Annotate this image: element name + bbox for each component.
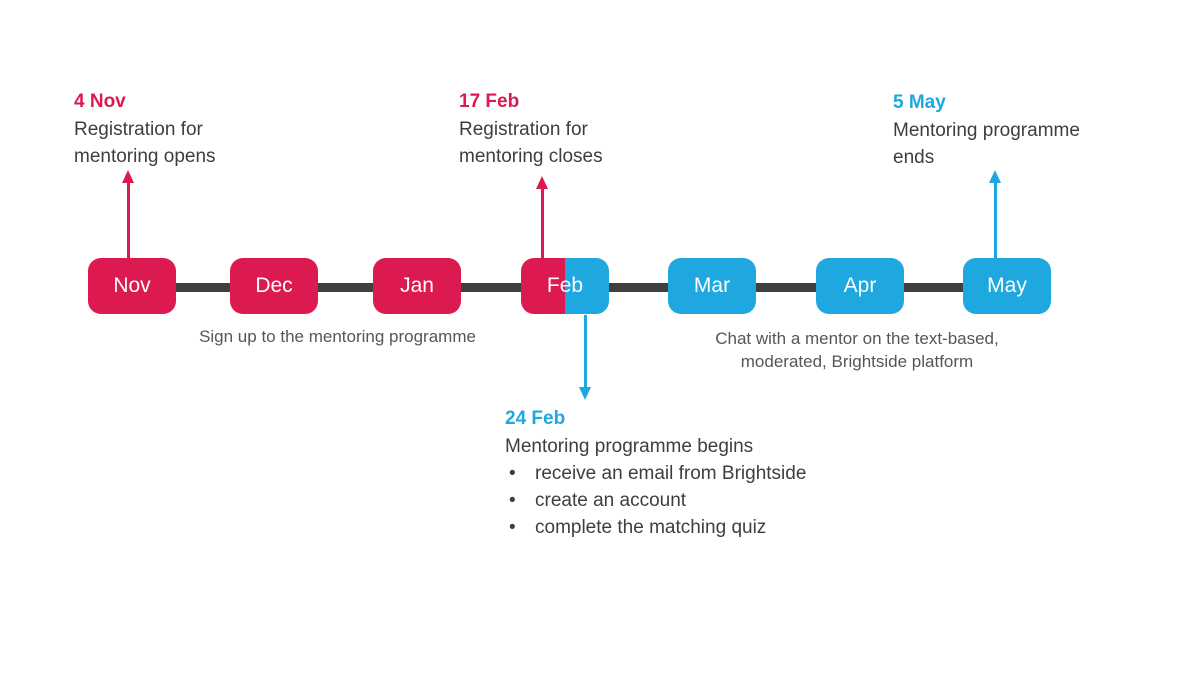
bullet-icon: • <box>509 517 516 538</box>
caption-chat: Chat with a mentor on the text-based, mo… <box>657 327 1057 373</box>
month-label: Mar <box>693 274 731 297</box>
annotation-text-line: mentoring opens <box>74 146 216 167</box>
arrow-shaft <box>126 183 130 259</box>
month-box-dec: Dec <box>230 258 318 314</box>
annotation-date: 17 Feb <box>459 91 520 112</box>
arrowhead-up-icon <box>122 170 134 183</box>
caption-chat-line2: moderated, Brightside platform <box>740 352 974 371</box>
annotation-text-line: mentoring closes <box>459 146 603 167</box>
month-label: Apr <box>843 274 877 297</box>
caption-signup: Sign up to the mentoring programme <box>199 327 476 346</box>
registration-closes-arrow-icon <box>536 176 548 259</box>
arrow-shaft <box>583 315 587 387</box>
bullet-text: create an account <box>535 490 687 511</box>
arrowhead-up-icon <box>989 170 1001 183</box>
month-label: Dec <box>255 274 293 297</box>
programme-begins-arrow-icon <box>579 315 591 400</box>
programme-ends-arrow-icon <box>989 170 1001 259</box>
registration-opens-arrow-icon <box>122 170 134 259</box>
arrowhead-down-icon <box>579 387 591 400</box>
month-box-apr: Apr <box>816 258 904 314</box>
bullet-text: complete the matching quiz <box>535 517 767 538</box>
annotation-date: 24 Feb <box>505 408 566 429</box>
month-label: May <box>987 274 1027 297</box>
month-box-jan: Jan <box>373 258 461 314</box>
annotation-programme-ends: 5 May Mentoring programme ends <box>893 91 1133 171</box>
bullet-text: receive an email from Brightside <box>535 463 807 484</box>
annotation-text-line: Mentoring programme <box>893 120 1080 141</box>
arrow-shaft <box>540 189 544 259</box>
month-box-feb-split: Feb <box>521 258 609 314</box>
annotation-date: 5 May <box>893 92 946 113</box>
caption-chat-line1: Chat with a mentor on the text-based, <box>715 329 999 348</box>
arrowhead-up-icon <box>536 176 548 189</box>
month-box-nov: Nov <box>88 258 176 314</box>
bullet-icon: • <box>509 463 516 484</box>
month-label: Jan <box>400 274 434 297</box>
arrow-shaft <box>993 183 997 259</box>
annotation-text-line: Registration for <box>459 119 588 140</box>
annotation-registration-closes: 17 Feb Registration for mentoring closes <box>459 90 689 170</box>
bullet-item: • create an account <box>505 487 905 514</box>
bullet-item: • complete the matching quiz <box>505 514 905 541</box>
annotation-text-line: ends <box>893 147 935 168</box>
month-label: Feb <box>546 274 584 297</box>
month-box-mar: Mar <box>668 258 756 314</box>
bullet-icon: • <box>509 490 516 511</box>
annotation-registration-opens: 4 Nov Registration for mentoring opens <box>74 90 304 170</box>
annotation-programme-begins: 24 Feb Mentoring programme begins • rece… <box>505 407 905 541</box>
bullet-item: • receive an email from Brightside <box>505 460 905 487</box>
annotation-date: 4 Nov <box>74 91 126 112</box>
annotation-title: Mentoring programme begins <box>505 436 754 457</box>
month-label: Nov <box>113 274 151 297</box>
month-box-may: May <box>963 258 1051 314</box>
annotation-text-line: Registration for <box>74 119 203 140</box>
